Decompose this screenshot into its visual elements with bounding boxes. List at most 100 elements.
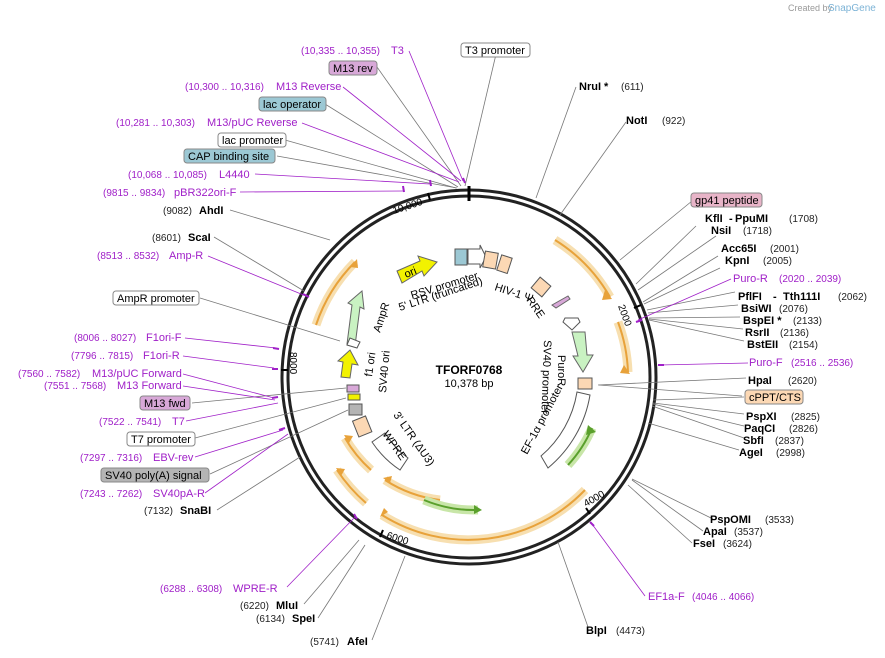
ampr-promoter-feature	[346, 337, 361, 349]
primer-pbr322ori-pos: (9815 .. 9834)	[103, 188, 165, 199]
primer-sv40pa-r-pos: (7243 .. 7262)	[80, 489, 142, 500]
site-fsei: FseI	[693, 538, 715, 550]
primer-ampr-pos: (8513 .. 8532)	[97, 251, 159, 262]
box-m13-fwd: M13 fwd	[144, 398, 186, 410]
psi-feature	[496, 254, 513, 275]
site-hpai: HpaI	[748, 375, 772, 387]
ampr-label: AmpR	[371, 301, 392, 334]
primer-m13-reverse-pos: (10,300 .. 10,316)	[185, 82, 264, 93]
primer-l4440-pos: (10,068 .. 10,085)	[128, 170, 207, 181]
puror-label: PuroR	[555, 355, 567, 386]
snapgene-brand: SnapGene	[828, 3, 876, 14]
sv40-polya-feature	[348, 403, 363, 416]
site-fsei-pos: (3624)	[723, 539, 752, 550]
tick-8000: 8000	[287, 352, 298, 375]
wpre-feature	[371, 432, 409, 471]
site-bspei: BspEI *	[743, 315, 782, 327]
box-t7-promoter: T7 promoter	[131, 434, 191, 446]
site-scai: ScaI	[188, 232, 211, 244]
primer-ebv-rev: EBV-rev	[153, 452, 194, 464]
gp41-feature	[551, 295, 571, 309]
primer-ef1a-f: EF1a-F	[648, 591, 685, 603]
green-arrowhead-1	[586, 425, 596, 435]
site-paqci-pos: (2826)	[789, 424, 818, 435]
primer-m13puc-reverse: M13/pUC Reverse	[207, 117, 297, 129]
site-apai: ApaI	[703, 526, 727, 538]
ampr-feature	[346, 290, 365, 347]
box-t3-promoter: T3 promoter	[465, 45, 525, 57]
site-nrui-pos: (611)	[621, 82, 644, 93]
site-kpni: KpnI	[725, 255, 749, 267]
rre-label: RRE	[524, 295, 547, 321]
site-acc65i: Acc65I	[721, 243, 756, 255]
box-m13-rev: M13 rev	[333, 63, 373, 75]
primer-t3-pos: (10,335 .. 10,355)	[301, 46, 380, 57]
site-pspxi-pos: (2825)	[791, 412, 820, 423]
primer-ampr: Amp-R	[169, 250, 203, 262]
site-mlui: MluI	[276, 600, 298, 612]
site-bsiwi-pos: (2076)	[779, 304, 808, 315]
primer-m13puc-forward-pos: (7560 .. 7582)	[18, 369, 80, 380]
site-nsii: NsiI	[711, 225, 731, 237]
site-sbfi-pos: (2837)	[775, 436, 804, 447]
site-bsteii: BstEII	[747, 339, 778, 351]
site-bsteii-pos: (2154)	[789, 340, 818, 351]
primer-m13puc-reverse-pos: (10,281 .. 10,303)	[116, 118, 195, 129]
site-kpni-pos: (2005)	[763, 256, 792, 267]
primer-f1ori-f: F1ori-F	[146, 332, 182, 344]
site-noti: NotI	[626, 115, 647, 127]
site-spei-pos: (6134)	[256, 614, 285, 625]
sv40-ori-label: SV40 ori	[377, 350, 393, 393]
primer-markers	[271, 177, 664, 527]
site-acc65i-pos: (2001)	[770, 244, 799, 255]
green-arrowhead-2	[474, 505, 482, 514]
primer-pbr322ori: pBR322ori-F	[174, 187, 237, 199]
box-cap-binding-site: CAP binding site	[188, 151, 269, 163]
primer-sv40pa-r: SV40pA-R	[153, 488, 205, 500]
site-labels: NruI * (611) NotI (922) KflI PpuMI (1708…	[144, 81, 867, 648]
ltr-feature	[482, 250, 499, 270]
site-afei: AfeI	[347, 636, 368, 648]
f1-ori-feature	[336, 349, 359, 379]
primer-leader-lines	[182, 50, 749, 597]
primer-labels: (10,335 .. 10,355) T3 (10,300 .. 10,316)…	[18, 45, 853, 603]
3ltr-feature	[351, 415, 373, 438]
box-ampr-promoter: AmpR promoter	[117, 293, 195, 305]
ori-label: ori	[403, 265, 419, 281]
site-sbfi: SbfI	[743, 435, 764, 447]
box-cppt-cts: cPPT/CTS	[749, 392, 801, 404]
site-blpi: BlpI	[586, 625, 607, 637]
primer-m13-forward-pos: (7551 .. 7568)	[44, 381, 106, 392]
primer-f1ori-r: F1ori-R	[143, 350, 180, 362]
f1-ori-label: f1 ori	[363, 352, 378, 378]
site-scai-pos: (8601)	[152, 233, 181, 244]
site-pflfi: PflFI	[738, 291, 762, 303]
box-gp41-peptide: gp41 peptide	[695, 195, 759, 207]
site-paqci: PaqCI	[744, 423, 775, 435]
primer-f1ori-f-pos: (8006 .. 8027)	[74, 333, 136, 344]
site-nsii-pos: (1718)	[743, 226, 772, 237]
primer-t3: T3	[391, 45, 404, 57]
rre-feature	[530, 276, 552, 298]
site-noti-pos: (922)	[662, 116, 685, 127]
plasmid-name: TFORF0768	[436, 363, 503, 377]
site-apai-pos: (3537)	[734, 527, 763, 538]
puror-feature	[571, 331, 594, 373]
site-hpai-pos: (2620)	[788, 376, 817, 387]
site-kfli: KflI	[705, 213, 723, 225]
site-pspomi-pos: (3533)	[765, 515, 794, 526]
leader-lines	[191, 49, 747, 641]
site-blpi-pos: (4473)	[616, 626, 645, 637]
box-lac-promoter: lac promoter	[222, 135, 283, 147]
site-separator: -	[773, 291, 777, 303]
site-spei: SpeI	[292, 613, 315, 625]
primer-wpre-r-pos: (6288 .. 6308)	[160, 584, 222, 595]
primer-puro-f-pos: (2516 .. 2536)	[791, 358, 853, 369]
orf-arrowheads	[336, 259, 630, 517]
boxed-labels: T3 promoter M13 rev lac operator lac pro…	[100, 42, 804, 483]
site-ahdi-pos: (9082)	[163, 206, 192, 217]
primer-f1ori-r-pos: (7796 .. 7815)	[71, 351, 133, 362]
box-sv40-polya: SV40 poly(A) signal	[105, 470, 202, 482]
cppt-arrow-feature	[562, 317, 581, 331]
